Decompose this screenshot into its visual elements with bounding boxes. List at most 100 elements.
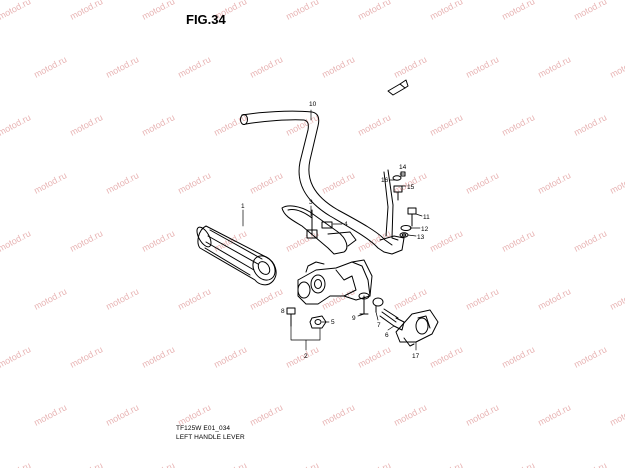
watermark-text: motod.ru (0, 344, 32, 370)
watermark-text: motod.ru (536, 54, 572, 80)
watermark-text: motod.ru (68, 112, 104, 138)
watermark-text: motod.ru (572, 460, 608, 468)
watermark-text: motod.ru (284, 112, 320, 138)
watermark-text: motod.ru (392, 286, 428, 312)
watermark-text: motod.ru (284, 344, 320, 370)
watermark-text: motod.ru (464, 286, 500, 312)
watermark-text: motod.ru (176, 54, 212, 80)
watermark-text: motod.ru (356, 460, 392, 468)
watermark-text: motod.ru (248, 286, 284, 312)
callout-10: 10 (309, 101, 317, 108)
part-15-bolt (393, 185, 403, 201)
watermark-text: motod.ru (608, 54, 625, 80)
watermark-text: motod.ru (104, 402, 140, 428)
watermark-text: motod.ru (248, 170, 284, 196)
callout-16: 16 (381, 177, 389, 184)
watermark-text: motod.ru (500, 344, 536, 370)
watermark-text: motod.ru (608, 402, 625, 428)
watermark-text: motod.ru (32, 54, 68, 80)
watermark-text: motod.ru (464, 54, 500, 80)
part-13-nut (399, 232, 409, 238)
watermark-text: motod.ru (68, 344, 104, 370)
callout-15: 15 (407, 184, 415, 191)
callout-1: 1 (241, 203, 245, 210)
part-16-washer (392, 175, 402, 181)
watermark-text: motod.ru (428, 460, 464, 468)
watermark-text: motod.ru (608, 170, 625, 196)
callout-12: 12 (421, 226, 429, 233)
watermark-text: motod.ru (464, 402, 500, 428)
watermark-text: motod.ru (32, 286, 68, 312)
part-8-screw (286, 307, 296, 327)
part-4-stud (321, 221, 333, 229)
callout-4: 4 (344, 221, 348, 228)
callout-5: 5 (331, 319, 335, 326)
watermark-text: motod.ru (320, 402, 356, 428)
callout-8: 8 (281, 308, 285, 315)
watermark-text: motod.ru (140, 344, 176, 370)
part-10-guard-bar (240, 110, 405, 255)
callout-2: 2 (304, 353, 308, 360)
part-lever-perch (297, 259, 373, 305)
callout-3: 3 (309, 199, 313, 206)
callout-13: 13 (417, 234, 425, 241)
watermark-text: motod.ru (0, 228, 32, 254)
watermark-text: motod.ru (608, 286, 625, 312)
part-3-lever (281, 205, 357, 255)
watermark-text: motod.ru (176, 170, 212, 196)
watermark-text: motod.ru (392, 54, 428, 80)
watermark-text: motod.ru (68, 228, 104, 254)
watermark-text: motod.ru (68, 0, 104, 22)
part-6-bolt (379, 308, 405, 331)
watermark-text: motod.ru (284, 0, 320, 22)
part-14-screw (400, 171, 406, 177)
watermark-text: motod.ru (572, 228, 608, 254)
watermark-text: motod.ru (356, 344, 392, 370)
watermark-text: motod.ru (248, 402, 284, 428)
watermark-text: motod.ru (320, 170, 356, 196)
watermark-text: motod.ru (32, 170, 68, 196)
watermark-text: motod.ru (536, 402, 572, 428)
watermark-text: motod.ru (500, 460, 536, 468)
watermark-text: motod.ru (104, 54, 140, 80)
watermark-text: motod.ru (0, 0, 32, 22)
watermark-text: motod.ru (572, 112, 608, 138)
callout-labels: 10 1 3 4 14 15 16 11 12 13 9 7 6 17 2 8 … (241, 101, 430, 360)
watermark-text: motod.ru (428, 344, 464, 370)
leader-lines (242, 109, 423, 351)
figure-title: FIG.34 (186, 12, 226, 27)
watermark-text: motod.ru (500, 112, 536, 138)
watermark-text: motod.ru (464, 170, 500, 196)
watermark-text: motod.ru (572, 344, 608, 370)
callout-7: 7 (377, 322, 381, 329)
watermark-text: motod.ru (284, 228, 320, 254)
watermark-text: motod.ru (212, 460, 248, 468)
watermark-text: motod.ru (392, 402, 428, 428)
callout-14: 14 (399, 164, 407, 171)
watermark-text: motod.ru (176, 286, 212, 312)
watermark-text: motod.ru (356, 112, 392, 138)
watermark-text: motod.ru (0, 112, 32, 138)
watermark-text: motod.ru (212, 344, 248, 370)
watermark-text: motod.ru (284, 460, 320, 468)
footer-code: TF125W E01_034 (176, 425, 231, 432)
part-17-clamp (395, 309, 439, 347)
watermark-text: motod.ru (68, 460, 104, 468)
watermark-text: motod.ru (500, 228, 536, 254)
watermark-text: motod.ru (572, 0, 608, 22)
part-1-grip (196, 225, 277, 286)
watermark-text: motod.ru (32, 402, 68, 428)
watermark-text: motod.ru (428, 0, 464, 22)
part-11-bolt (407, 207, 417, 227)
callout-9: 9 (352, 315, 356, 322)
watermark-text: motod.ru (536, 170, 572, 196)
watermark-text: motod.ru (212, 112, 248, 138)
footer-caption: LEFT HANDLE LEVER (176, 434, 245, 441)
watermark-text: motod.ru (140, 112, 176, 138)
watermark-text: motod.ru (428, 228, 464, 254)
front-arrow-icon (387, 79, 409, 96)
watermark-text: motod.ru (500, 0, 536, 22)
watermark-text: motod.ru (248, 54, 284, 80)
watermark-text: motod.ru (320, 54, 356, 80)
